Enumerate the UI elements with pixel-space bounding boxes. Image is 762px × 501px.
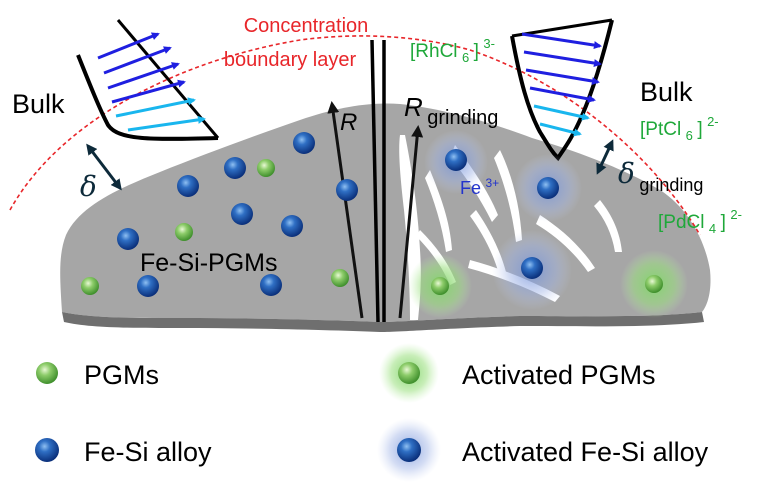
legend-activated-pgm-label: Activated PGMs [462, 360, 656, 390]
boundary-layer-label-1: Concentration [244, 15, 369, 37]
rhcl-base: [RhCl [410, 41, 458, 62]
legend-activated-fesi-label: Activated Fe-Si alloy [462, 437, 709, 467]
pgm-particle [645, 275, 663, 293]
legend-fesi-marker [35, 438, 59, 462]
fe-ion-label: Fe 3+ [460, 176, 499, 198]
pdcl-label: [PdCl 4 ] 2- [658, 207, 742, 237]
pdcl-close: ] [721, 212, 726, 233]
bulk-right-label: Bulk [640, 77, 693, 107]
pgm-particle [175, 223, 193, 241]
r-grinding-arrow [398, 125, 424, 319]
ptcl-label: [PtCl 6 ] 2- [640, 114, 719, 144]
pgm-particle [81, 277, 99, 295]
fesi-particle [224, 157, 246, 179]
bulk-left-label: Bulk [12, 89, 65, 119]
left-velocity-profile [76, 19, 220, 141]
fesi-particle [137, 275, 159, 297]
r-grinding-symbol: R [404, 92, 423, 122]
delta-grinding-symbol: δ [618, 157, 635, 190]
fesi-particle [260, 274, 282, 296]
ptcl-sup: 2- [707, 114, 719, 129]
fesi-particle [177, 175, 199, 197]
rhcl-sup: 3- [483, 36, 495, 51]
pgm-particle [331, 269, 349, 287]
r-grinding-label: R grinding [404, 92, 498, 129]
pgm-particle [431, 277, 449, 295]
r-label: R [340, 109, 357, 136]
legend: PGMs Fe-Si alloy Activated PGMs Activate… [35, 343, 709, 482]
r-grinding-subscript: grinding [427, 107, 498, 129]
pdcl-base: [PdCl [658, 212, 704, 233]
pgm-particles [81, 159, 663, 295]
legend-pgm-marker [36, 362, 58, 384]
r-arrow [327, 101, 364, 319]
fesi-particle [293, 132, 315, 154]
legend-activated-fesi-marker [397, 438, 421, 462]
delta-double-arrow [86, 143, 122, 191]
ptcl-close: ] [697, 119, 702, 140]
rhcl-close: ] [474, 41, 479, 62]
divider-left [370, 39, 380, 323]
alloy-name-label: Fe-Si-PGMs [140, 249, 278, 277]
concentration-boundary-curve [9, 35, 701, 236]
ptcl-sub: 6 [686, 128, 693, 143]
delta-label: δ [80, 170, 97, 203]
fesi-particles [117, 132, 559, 297]
delta-grinding-subscript: grinding [639, 175, 703, 195]
delta-grinding-double-arrow [596, 139, 614, 175]
ptcl-base: [PtCl [640, 119, 681, 140]
fesi-particle [445, 149, 467, 171]
fe-ion-symbol: Fe [460, 178, 481, 198]
delta-grinding-label: δ grinding [618, 157, 703, 195]
legend-activated-pgm-marker [398, 362, 420, 384]
rhcl-label: [RhCl 6 ] 3- [410, 36, 495, 66]
legend-fesi-label: Fe-Si alloy [84, 437, 212, 467]
fe-ion-charge: 3+ [485, 176, 499, 190]
fesi-particle [281, 215, 303, 237]
legend-pgm-label: PGMs [84, 360, 159, 390]
boundary-layer-label-2: boundary layer [224, 49, 357, 71]
fesi-particle [117, 228, 139, 250]
pdcl-sup: 2- [730, 207, 742, 222]
fesi-particle [537, 177, 559, 199]
pdcl-sub: 4 [709, 221, 716, 236]
rhcl-sub: 6 [462, 50, 469, 65]
right-velocity-profile [510, 18, 614, 162]
fesi-particle [521, 257, 543, 279]
pgm-particle [257, 159, 275, 177]
fesi-particle [336, 179, 358, 201]
fesi-particle [231, 203, 253, 225]
